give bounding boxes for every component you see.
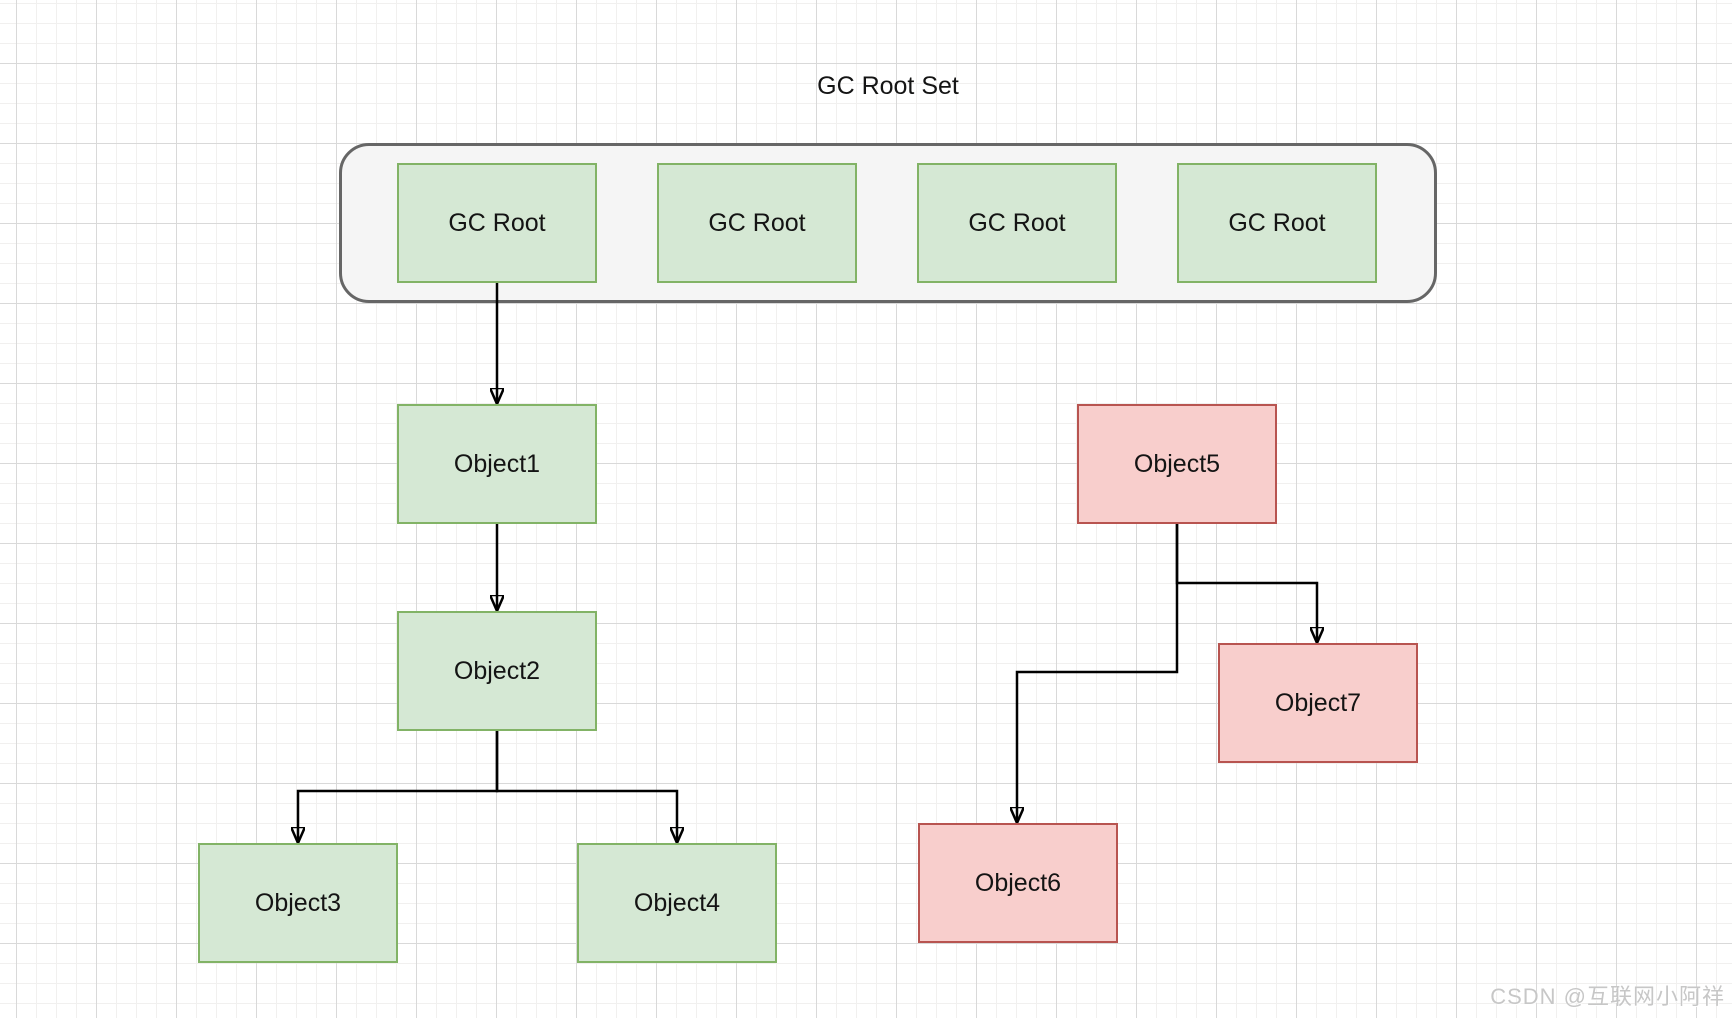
node-object1: Object1 bbox=[397, 404, 597, 524]
edge-object2-object4 bbox=[495, 731, 677, 841]
gc-root-box-4: GC Root bbox=[1177, 163, 1377, 283]
diagram-title: GC Root Set bbox=[817, 72, 959, 100]
node-object2: Object2 bbox=[397, 611, 597, 731]
watermark: CSDN @互联网小阿祥 bbox=[1490, 984, 1725, 1009]
edge-object5-object7 bbox=[1175, 524, 1317, 641]
node-object4: Object4 bbox=[577, 843, 777, 963]
edge-object2-object3 bbox=[298, 731, 499, 841]
node-object3: Object3 bbox=[198, 843, 398, 963]
node-object7: Object7 bbox=[1218, 643, 1418, 763]
gc-root-box-2: GC Root bbox=[657, 163, 857, 283]
gc-root-box-3: GC Root bbox=[917, 163, 1117, 283]
edge-object5-object6 bbox=[1017, 524, 1179, 821]
gc-root-box-1: GC Root bbox=[397, 163, 597, 283]
node-object5: Object5 bbox=[1077, 404, 1277, 524]
node-object6: Object6 bbox=[918, 823, 1118, 943]
